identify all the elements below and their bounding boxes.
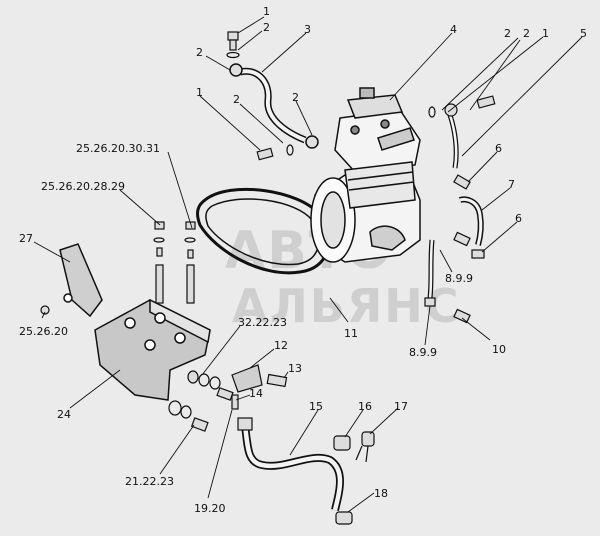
callout-label: 19.20 <box>194 502 226 515</box>
callout-label: 25.26.20.28.29 <box>41 180 125 193</box>
bolt-left <box>256 144 294 161</box>
callout-label: 25.26.20.30.31 <box>76 142 160 155</box>
callout-label: 21.22.23 <box>125 475 174 488</box>
callout-label: 2 <box>263 21 270 34</box>
watermark-line2: АЛЬЯНС <box>232 279 461 333</box>
callout-label: 25.26.20 <box>19 325 68 338</box>
banjo-bolt-top <box>226 31 240 59</box>
clamps <box>333 431 375 525</box>
callout-label: 27 <box>19 232 33 245</box>
callout-label: 14 <box>249 387 263 400</box>
callout-labels: 1 2 3 2 4 2 2 1 5 1 2 2 25.26.20.30.31 6… <box>19 5 587 515</box>
callout-label: 5 <box>580 27 587 40</box>
callout-label: 2 <box>523 27 530 40</box>
callout-label: 1 <box>263 5 270 18</box>
drive-belt <box>196 187 330 275</box>
callout-label: 3 <box>304 23 311 36</box>
callout-label: 15 <box>309 400 323 413</box>
callout-label: 32.22.23 <box>238 316 287 329</box>
callout-label: 8.9.9 <box>409 346 437 359</box>
callout-label: 17 <box>394 400 408 413</box>
lower-hose <box>237 417 344 511</box>
callout-label: 2 <box>196 46 203 59</box>
callout-label: 1 <box>196 86 203 99</box>
compressor <box>310 87 421 263</box>
callout-label: 11 <box>344 327 358 340</box>
callout-label: 4 <box>450 23 457 36</box>
lower-fasteners <box>168 364 288 432</box>
callout-label: 10 <box>492 343 506 356</box>
callout-label: 16 <box>358 400 372 413</box>
delivery-pipe <box>428 95 496 169</box>
leader-lines <box>33 16 583 513</box>
callout-label: 6 <box>495 142 502 155</box>
callout-label: 6 <box>515 212 522 225</box>
air-line-top <box>229 63 319 149</box>
callout-label: 2 <box>504 27 511 40</box>
callout-label: 12 <box>274 339 288 352</box>
callout-label: 13 <box>288 362 302 375</box>
return-hoses <box>424 174 485 324</box>
callout-label: 7 <box>508 178 515 191</box>
callout-label: 2 <box>292 91 299 104</box>
mounting-bracket <box>59 243 211 401</box>
callout-label: 8.9.9 <box>445 272 473 285</box>
callout-label: 1 <box>542 27 549 40</box>
callout-label: 18 <box>374 487 388 500</box>
callout-label: 2 <box>233 93 240 106</box>
callout-label: 24 <box>57 408 71 421</box>
